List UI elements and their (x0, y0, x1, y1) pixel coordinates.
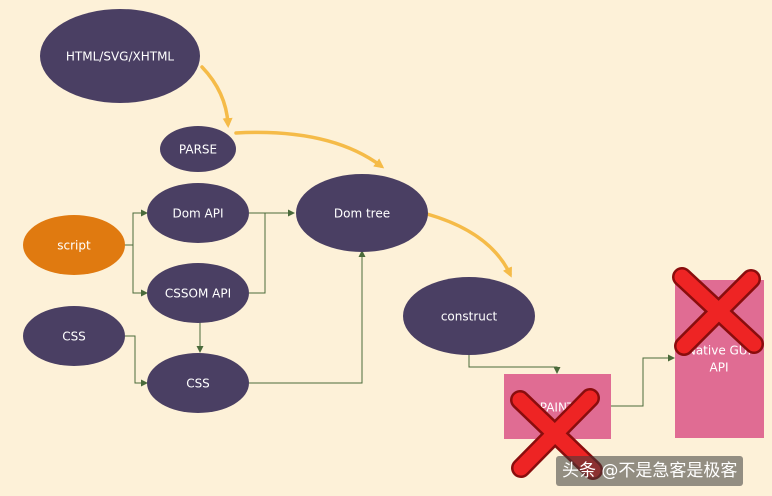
connector-script-to-dom-api (124, 209, 148, 246)
node-construct-label: construct (441, 310, 498, 324)
connector-paint-to-native-gui (611, 354, 675, 407)
node-native-gui-label: Native GUI (687, 344, 751, 358)
node-cssom-api-label: CSSOM API (165, 287, 231, 301)
connector-css-source-to-css (125, 335, 148, 387)
node-native-api-label: API (710, 361, 729, 375)
connector-script-to-cssom-api (132, 245, 148, 297)
connector-construct-to-paint (468, 355, 561, 374)
arrow-dom-tree-to-construct (425, 212, 512, 278)
connectors (124, 209, 675, 407)
node-parse: PARSE (160, 126, 236, 172)
cross-mark-icon (672, 267, 764, 356)
node-dom-api-label: Dom API (172, 207, 223, 221)
node-html: HTML/SVG/XHTML (40, 9, 200, 103)
connector-css-to-dom-tree (249, 250, 366, 384)
node-css-label: CSS (186, 377, 210, 391)
arrow-html-to-parse (200, 65, 233, 128)
watermark: 头条 @不是急客是极客 (556, 456, 744, 486)
node-css-source: CSS (23, 306, 125, 366)
node-css-source-label: CSS (62, 330, 86, 344)
node-dom-tree: Dom tree (296, 174, 428, 252)
arrow-parse-to-dom-tree (234, 130, 385, 169)
node-script: script (23, 215, 125, 275)
node-dom-api: Dom API (147, 183, 249, 243)
node-dom-tree-label: Dom tree (334, 207, 390, 221)
node-html-label: HTML/SVG/XHTML (66, 50, 175, 64)
connector-cssom-api-to-dom-tree (249, 212, 294, 294)
node-css: CSS (147, 353, 249, 413)
node-cssom-api: CSSOM API (147, 263, 249, 323)
node-construct: construct (403, 277, 535, 355)
main-flow-arrows (200, 65, 512, 278)
node-parse-label: PARSE (179, 143, 217, 157)
node-script-label: script (57, 239, 91, 253)
